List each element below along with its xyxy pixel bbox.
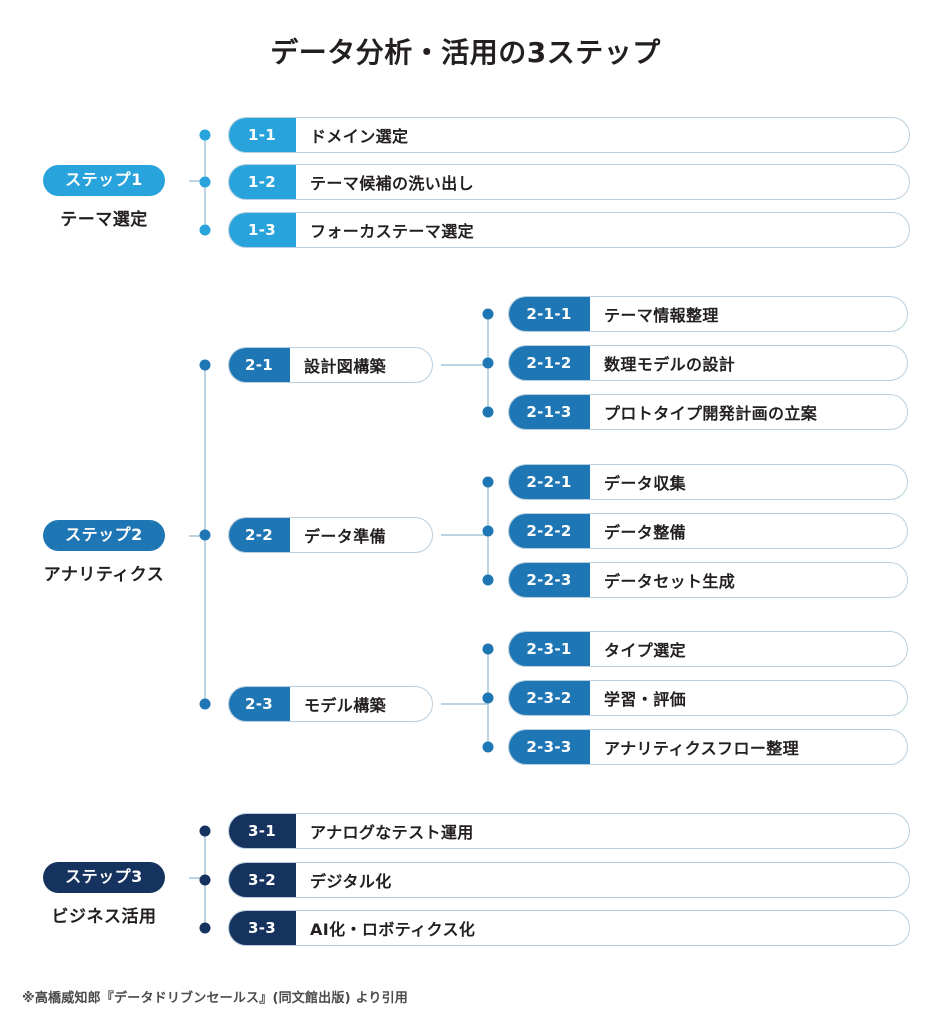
- step-pill-3[interactable]: ステップ3: [43, 862, 165, 894]
- bar-2-2-3[interactable]: 2-2-3 データセット生成: [508, 562, 908, 598]
- bar-3-2-code: 3-2: [229, 863, 296, 897]
- bar-2-1-1-code: 2-1-1: [509, 297, 590, 331]
- bar-3-2-label: デジタル化: [310, 872, 392, 891]
- bar-2-2[interactable]: 2-2 データ準備: [228, 517, 433, 553]
- bar-2-1-code: 2-1: [229, 348, 290, 382]
- bar-1-3-label: フォーカステーマ選定: [310, 222, 475, 241]
- bar-1-2-label: テーマ候補の洗い出し: [310, 174, 475, 193]
- bar-2-1[interactable]: 2-1 設計図構築: [228, 347, 433, 383]
- bar-2-2-code: 2-2: [229, 518, 290, 552]
- step-group-3: ステップ3 ビジネス活用: [14, 862, 194, 927]
- bar-2-3-3[interactable]: 2-3-3 アナリティクスフロー整理: [508, 729, 908, 765]
- bar-2-1-2-label: 数理モデルの設計: [604, 355, 736, 374]
- bar-2-1-3[interactable]: 2-1-3 プロトタイプ開発計画の立案: [508, 394, 908, 430]
- bar-2-3-1[interactable]: 2-3-1 タイプ選定: [508, 631, 908, 667]
- bar-2-3-3-code: 2-3-3: [509, 730, 590, 764]
- bar-3-2[interactable]: 3-2 デジタル化: [228, 862, 910, 898]
- bar-3-3[interactable]: 3-3 AI化・ロボティクス化: [228, 910, 910, 946]
- bar-1-3[interactable]: 1-3 フォーカステーマ選定: [228, 212, 910, 248]
- bar-2-3-2[interactable]: 2-3-2 学習・評価: [508, 680, 908, 716]
- bar-2-2-1[interactable]: 2-2-1 データ収集: [508, 464, 908, 500]
- bar-2-3[interactable]: 2-3 モデル構築: [228, 686, 433, 722]
- bar-2-3-2-code: 2-3-2: [509, 681, 590, 715]
- bar-3-3-label: AI化・ロボティクス化: [310, 920, 476, 939]
- step-pill-1[interactable]: ステップ1: [43, 165, 165, 197]
- bar-3-1-label: アナログなテスト運用: [310, 823, 474, 842]
- step-subtitle-2: アナリティクス: [43, 565, 165, 586]
- bar-2-2-1-code: 2-2-1: [509, 465, 590, 499]
- step-subtitle-3: ビジネス活用: [51, 907, 157, 928]
- bar-2-1-3-label: プロトタイプ開発計画の立案: [604, 404, 818, 423]
- bar-1-1[interactable]: 1-1 ドメイン選定: [228, 117, 910, 153]
- bar-2-3-code: 2-3: [229, 687, 290, 721]
- bar-2-1-1[interactable]: 2-1-1 テーマ情報整理: [508, 296, 908, 332]
- bar-1-3-code: 1-3: [229, 213, 296, 247]
- step-group-2: ステップ2 アナリティクス: [14, 520, 194, 585]
- bar-3-1[interactable]: 3-1 アナログなテスト運用: [228, 813, 910, 849]
- bar-2-1-label: 設計図構築: [304, 357, 387, 376]
- bar-2-3-3-label: アナリティクスフロー整理: [604, 739, 800, 758]
- bar-2-3-1-code: 2-3-1: [509, 632, 590, 666]
- bar-2-2-2-code: 2-2-2: [509, 514, 590, 548]
- bar-2-1-3-code: 2-1-3: [509, 395, 590, 429]
- bar-2-1-1-label: テーマ情報整理: [604, 306, 719, 325]
- bar-3-3-code: 3-3: [229, 911, 296, 945]
- step-group-1: ステップ1 テーマ選定: [14, 165, 194, 230]
- footnote-citation: ※高橋威知郎『データドリブンセールス』(同文館出版) より引用: [22, 991, 408, 1006]
- bar-2-2-3-code: 2-2-3: [509, 563, 590, 597]
- bar-2-2-2[interactable]: 2-2-2 データ整備: [508, 513, 908, 549]
- step-subtitle-1: テーマ選定: [60, 210, 148, 231]
- page-title: データ分析・活用の3ステップ: [270, 36, 661, 69]
- bar-1-1-code: 1-1: [229, 118, 296, 152]
- bar-2-3-1-label: タイプ選定: [604, 641, 687, 660]
- bar-2-2-3-label: データセット生成: [604, 572, 736, 591]
- bar-1-1-label: ドメイン選定: [310, 127, 409, 146]
- bar-2-2-2-label: データ整備: [604, 523, 687, 542]
- bar-2-1-2[interactable]: 2-1-2 数理モデルの設計: [508, 345, 908, 381]
- bar-3-1-code: 3-1: [229, 814, 296, 848]
- bar-2-3-label: モデル構築: [304, 696, 387, 715]
- bar-2-3-2-label: 学習・評価: [604, 690, 687, 709]
- bar-2-2-label: データ準備: [304, 527, 387, 546]
- bar-1-2-code: 1-2: [229, 165, 296, 199]
- bar-2-2-1-label: データ収集: [604, 474, 687, 493]
- bar-2-1-2-code: 2-1-2: [509, 346, 590, 380]
- bar-1-2[interactable]: 1-2 テーマ候補の洗い出し: [228, 164, 910, 200]
- step-pill-2[interactable]: ステップ2: [43, 520, 165, 552]
